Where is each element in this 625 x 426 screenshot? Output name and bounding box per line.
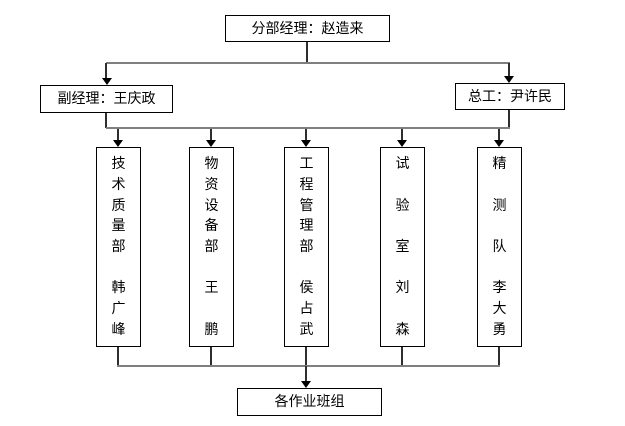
dept-box-char: 资 bbox=[204, 177, 219, 193]
dept-box-char: 工 bbox=[299, 156, 314, 173]
dept-box-char bbox=[97, 257, 140, 278]
deputy-manager-label: 副经理：王庆政 bbox=[57, 91, 156, 107]
arrow-down-to-work-teams bbox=[301, 381, 311, 388]
work-teams-box: 各作业班组 bbox=[237, 388, 382, 416]
dept-box-char bbox=[285, 257, 328, 278]
arrow-down-to-dept-1 bbox=[113, 140, 123, 147]
branch-manager-box: 分部经理：赵造来 bbox=[225, 15, 390, 42]
dept-box-char: 物 bbox=[204, 156, 219, 173]
connector-level3-horizontal bbox=[117, 365, 500, 367]
dept-box-char: 李 bbox=[492, 280, 507, 297]
connector-to-work-teams bbox=[305, 366, 307, 381]
dept-box-char: 备 bbox=[204, 218, 219, 235]
arrow-down-to-dept-4 bbox=[397, 140, 407, 147]
connector-to-dept-2 bbox=[210, 129, 212, 140]
dept-box-char: 设 bbox=[204, 197, 219, 214]
connector-from-dept-3 bbox=[305, 347, 307, 366]
connector-from-dept-5 bbox=[498, 347, 500, 366]
dept-box-char: 精 bbox=[492, 156, 507, 173]
dept-box-char: 王 bbox=[204, 280, 219, 297]
dept-box-char bbox=[381, 216, 424, 237]
dept-box-char: 理 bbox=[299, 218, 314, 235]
dept-box-char: 管 bbox=[299, 197, 314, 214]
connector-from-dept-2 bbox=[210, 347, 212, 366]
dept-box-char: 量 bbox=[111, 218, 126, 235]
deputy-manager-box: 副经理：王庆政 bbox=[40, 85, 173, 113]
dept-box-char: 峰 bbox=[111, 321, 126, 338]
connector-from-dept-4 bbox=[401, 347, 403, 366]
dept-box-char bbox=[478, 216, 521, 237]
connector-chief-drop bbox=[508, 110, 510, 128]
dept-box-material-equipment: 物资设备部王鹏 bbox=[189, 147, 234, 347]
dept-box-char: 武 bbox=[299, 321, 314, 338]
connector-to-dept-1 bbox=[117, 129, 119, 140]
dept-box-char bbox=[381, 299, 424, 320]
dept-box-project-management: 工程管理部侯占武 bbox=[284, 147, 329, 347]
dept-box-char: 韩 bbox=[111, 280, 126, 297]
connector-to-dept-3 bbox=[305, 129, 307, 140]
arrow-down-to-chief bbox=[504, 76, 514, 83]
dept-box-char: 技 bbox=[111, 156, 126, 173]
work-teams-label: 各作业班组 bbox=[274, 394, 345, 410]
dept-box-laboratory: 试验室刘森 bbox=[380, 147, 425, 347]
dept-box-char bbox=[381, 257, 424, 278]
connector-to-dept-5 bbox=[498, 129, 500, 140]
dept-box-survey-team: 精测队李大勇 bbox=[477, 147, 522, 347]
dept-box-char bbox=[478, 257, 521, 278]
dept-box-char bbox=[190, 257, 233, 278]
dept-box-char: 试 bbox=[395, 156, 410, 173]
dept-box-char: 程 bbox=[299, 177, 314, 193]
connector-from-dept-1 bbox=[117, 347, 119, 366]
dept-box-char: 广 bbox=[111, 301, 126, 318]
arrow-down-to-deputy bbox=[102, 78, 112, 85]
dept-box-char: 队 bbox=[492, 239, 507, 256]
dept-box-tech-quality: 技术质量部韩广峰 bbox=[96, 147, 141, 347]
dept-box-char: 部 bbox=[204, 239, 219, 256]
connector-to-deputy bbox=[105, 63, 107, 78]
chief-engineer-label: 总工：尹许民 bbox=[468, 88, 552, 105]
dept-box-char: 部 bbox=[111, 239, 126, 256]
arrow-down-to-dept-5 bbox=[494, 140, 504, 147]
connector-top-drop bbox=[306, 42, 308, 63]
connector-level1-horizontal bbox=[106, 62, 510, 64]
dept-box-char: 测 bbox=[492, 197, 507, 214]
branch-manager-label: 分部经理：赵造来 bbox=[251, 20, 364, 37]
connector-to-dept-4 bbox=[401, 129, 403, 140]
dept-box-char: 质 bbox=[111, 197, 126, 214]
dept-box-char: 森 bbox=[395, 321, 410, 338]
dept-box-char: 部 bbox=[299, 239, 314, 256]
dept-box-char: 室 bbox=[395, 239, 410, 256]
connector-level2-horizontal bbox=[106, 127, 510, 129]
dept-box-char: 勇 bbox=[492, 321, 507, 338]
chief-engineer-box: 总工：尹许民 bbox=[455, 83, 565, 110]
connector-to-chief bbox=[508, 63, 510, 76]
arrow-down-to-dept-2 bbox=[206, 140, 216, 147]
dept-box-char: 术 bbox=[111, 177, 126, 193]
dept-box-char: 大 bbox=[492, 301, 507, 318]
dept-box-char bbox=[381, 175, 424, 196]
dept-box-char: 鹏 bbox=[204, 321, 219, 338]
dept-box-char: 侯 bbox=[299, 280, 314, 297]
dept-box-char: 占 bbox=[299, 301, 314, 318]
dept-box-char: 刘 bbox=[395, 280, 410, 297]
connector-deputy-drop bbox=[105, 113, 107, 128]
dept-box-char bbox=[478, 175, 521, 196]
dept-box-char bbox=[190, 299, 233, 320]
arrow-down-to-dept-3 bbox=[301, 140, 311, 147]
dept-box-char: 验 bbox=[395, 197, 410, 214]
